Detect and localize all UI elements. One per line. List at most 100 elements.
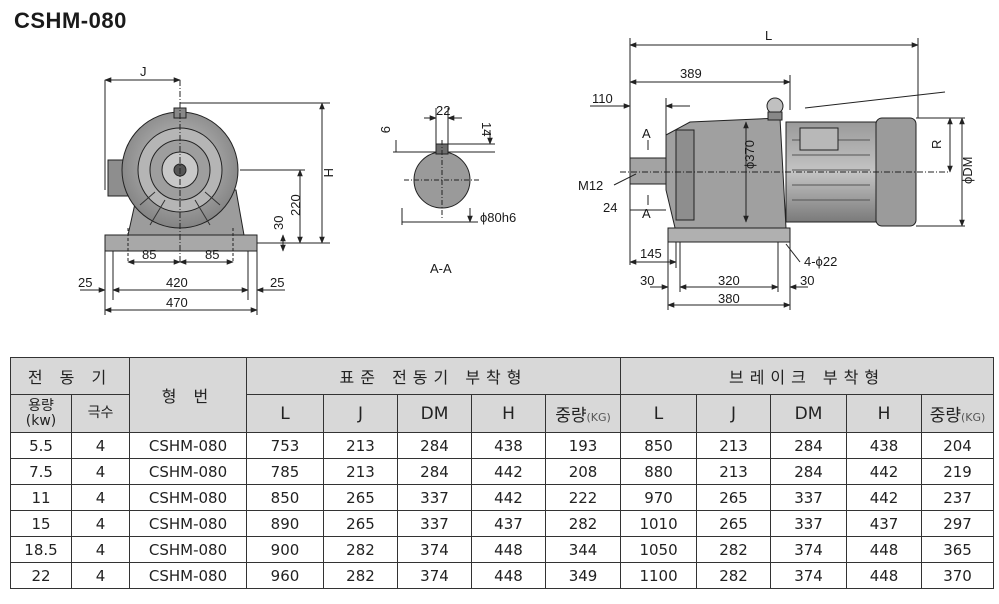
label-depth: 9 (378, 126, 393, 133)
label-30-left: 30 (640, 273, 654, 288)
cell-s-J: 213 (323, 432, 398, 459)
header-b-weight: 중량(KG) (921, 394, 995, 433)
cell-s-weight: 208 (544, 458, 622, 485)
header-s-DM: DM (397, 394, 472, 433)
cell-s-weight: 282 (544, 510, 622, 537)
cell-b-DM: 337 (770, 484, 848, 511)
header-b-DM: DM (770, 394, 848, 433)
cell-s-DM: 284 (397, 458, 472, 485)
header-brake: 브레이크 부착형 (620, 357, 995, 395)
cell-s-J: 265 (323, 484, 398, 511)
label-R: R (929, 140, 944, 149)
cell-b-weight: 297 (921, 510, 995, 537)
header-poles: 극수 (71, 394, 130, 433)
cell-s-H: 437 (471, 510, 546, 537)
cell-s-H: 438 (471, 432, 546, 459)
label-holes: 4-ϕ22 (804, 254, 837, 269)
cell-s-DM: 374 (397, 536, 472, 563)
cell-poles: 4 (71, 510, 130, 537)
cell-s-L: 900 (246, 536, 324, 563)
weight-label: 중량 (555, 406, 587, 426)
label-320: 320 (718, 273, 740, 288)
cell-s-DM: 374 (397, 562, 472, 589)
label-DM: ϕDM (960, 157, 975, 185)
label-M12: M12 (578, 178, 603, 193)
weight-unit: (KG) (961, 411, 986, 424)
cell-b-weight: 237 (921, 484, 995, 511)
cell-b-H: 448 (846, 562, 923, 589)
cell-poles: 4 (71, 432, 130, 459)
header-s-H: H (471, 394, 546, 433)
section-view (393, 108, 495, 225)
front-view-labels: J H 220 30 85 85 25 420 25 470 (78, 64, 336, 310)
cell-b-L: 880 (620, 458, 698, 485)
header-model: 형 번 (129, 357, 247, 433)
cell-kw: 15 (10, 510, 72, 537)
cell-b-J: 265 (696, 484, 772, 511)
cell-b-H: 448 (846, 536, 923, 563)
header-capacity: 용량(kw) (10, 394, 72, 433)
cell-poles: 4 (71, 458, 130, 485)
cell-b-J: 282 (696, 536, 772, 563)
header-s-weight: 중량(KG) (544, 394, 622, 433)
cell-s-J: 282 (323, 562, 398, 589)
header-b-L: L (620, 394, 698, 433)
header-s-J: J (323, 394, 398, 433)
capacity-unit: (kw) (25, 412, 57, 429)
cell-s-weight: 193 (544, 432, 622, 459)
cell-model: CSHM-080 (129, 562, 247, 589)
cell-b-weight: 204 (921, 432, 995, 459)
label-shaft-dia: ϕ80h6 (480, 210, 516, 225)
label-25-right: 25 (270, 275, 284, 290)
label-30: 30 (271, 216, 286, 230)
cell-s-J: 213 (323, 458, 398, 485)
cell-b-H: 442 (846, 458, 923, 485)
label-24: 24 (603, 200, 617, 215)
side-view (590, 38, 965, 310)
cell-s-L: 785 (246, 458, 324, 485)
table-header-row-1: 전 동 기 형 번 표준 전동기 부착형 브레이크 부착형 (10, 357, 995, 433)
weight-unit: (KG) (586, 411, 611, 424)
cell-s-L: 890 (246, 510, 324, 537)
front-view (80, 77, 330, 315)
cell-s-L: 960 (246, 562, 324, 589)
table-header-row-2: 용량(kw) 극수 L J DM H 중량(KG) L J DM H 중량(KG… (10, 394, 995, 433)
cell-s-weight: 344 (544, 536, 622, 563)
cell-s-L: 850 (246, 484, 324, 511)
label-110: 110 (592, 91, 613, 106)
cell-b-J: 213 (696, 458, 772, 485)
cell-s-H: 448 (471, 536, 546, 563)
cell-s-weight: 222 (544, 484, 622, 511)
side-base (667, 227, 791, 243)
header-b-H: H (846, 394, 923, 433)
section-caption: A-A (430, 261, 452, 276)
cell-s-DM: 284 (397, 432, 472, 459)
label-H: H (321, 168, 336, 177)
label-85-right: 85 (205, 247, 219, 262)
label-470: 470 (166, 295, 188, 310)
side-view-labels: L 389 110 ϕ370 R ϕDM A A M12 24 145 4-ϕ2… (578, 28, 975, 306)
capacity-label: 용량 (28, 397, 54, 414)
cell-s-L: 753 (246, 432, 324, 459)
cell-kw: 11 (10, 484, 72, 511)
cell-model: CSHM-080 (129, 458, 247, 485)
label-J: J (140, 64, 147, 79)
header-s-L: L (246, 394, 324, 433)
label-380: 380 (718, 291, 740, 306)
cell-b-J: 282 (696, 562, 772, 589)
cell-model: CSHM-080 (129, 484, 247, 511)
cell-b-J: 213 (696, 432, 772, 459)
label-85-left: 85 (142, 247, 156, 262)
page-title: CSHM-080 (14, 8, 127, 33)
cell-b-L: 970 (620, 484, 698, 511)
cell-b-H: 438 (846, 432, 923, 459)
cell-s-J: 265 (323, 510, 398, 537)
cell-s-H: 442 (471, 458, 546, 485)
header-standard: 표준 전동기 부착형 (245, 357, 622, 395)
cell-s-DM: 337 (397, 510, 472, 537)
